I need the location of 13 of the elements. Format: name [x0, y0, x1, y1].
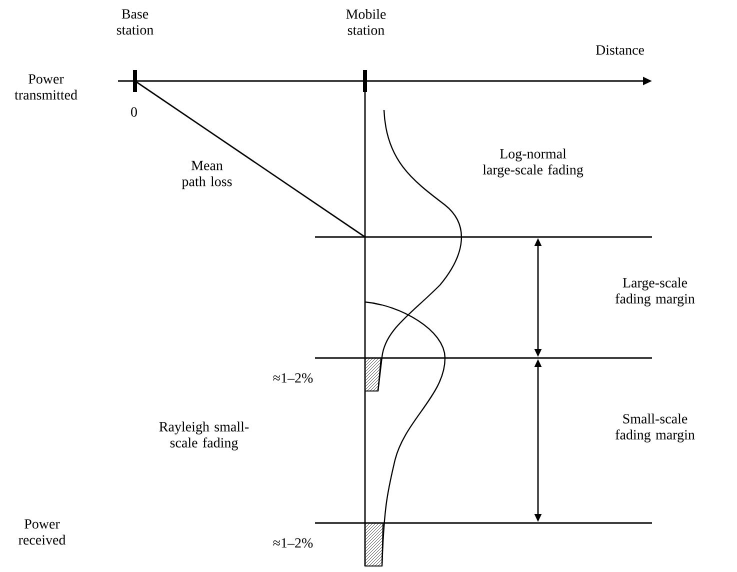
- axis-label: Base station: [116, 9, 154, 35]
- axis-label: Distance: [596, 45, 644, 55]
- axis-label: Power transmitted: [14, 74, 78, 100]
- percentage-label: ≈1–2%: [273, 373, 313, 383]
- curve-label: Rayleigh small-scale fading: [159, 422, 249, 450]
- tick-label: 0: [131, 107, 137, 117]
- axis-label: Power received: [18, 519, 66, 545]
- percentage-label: ≈1–2%: [273, 538, 313, 548]
- curve-label: Log-normal large-scale fading: [482, 148, 584, 178]
- curve-label: Mean path loss: [182, 160, 232, 190]
- axis-label: Mobile station: [346, 9, 386, 35]
- dimension-label: Large-scale fading margin: [616, 278, 695, 306]
- dimension-label: Small-scale fading margin: [616, 414, 695, 442]
